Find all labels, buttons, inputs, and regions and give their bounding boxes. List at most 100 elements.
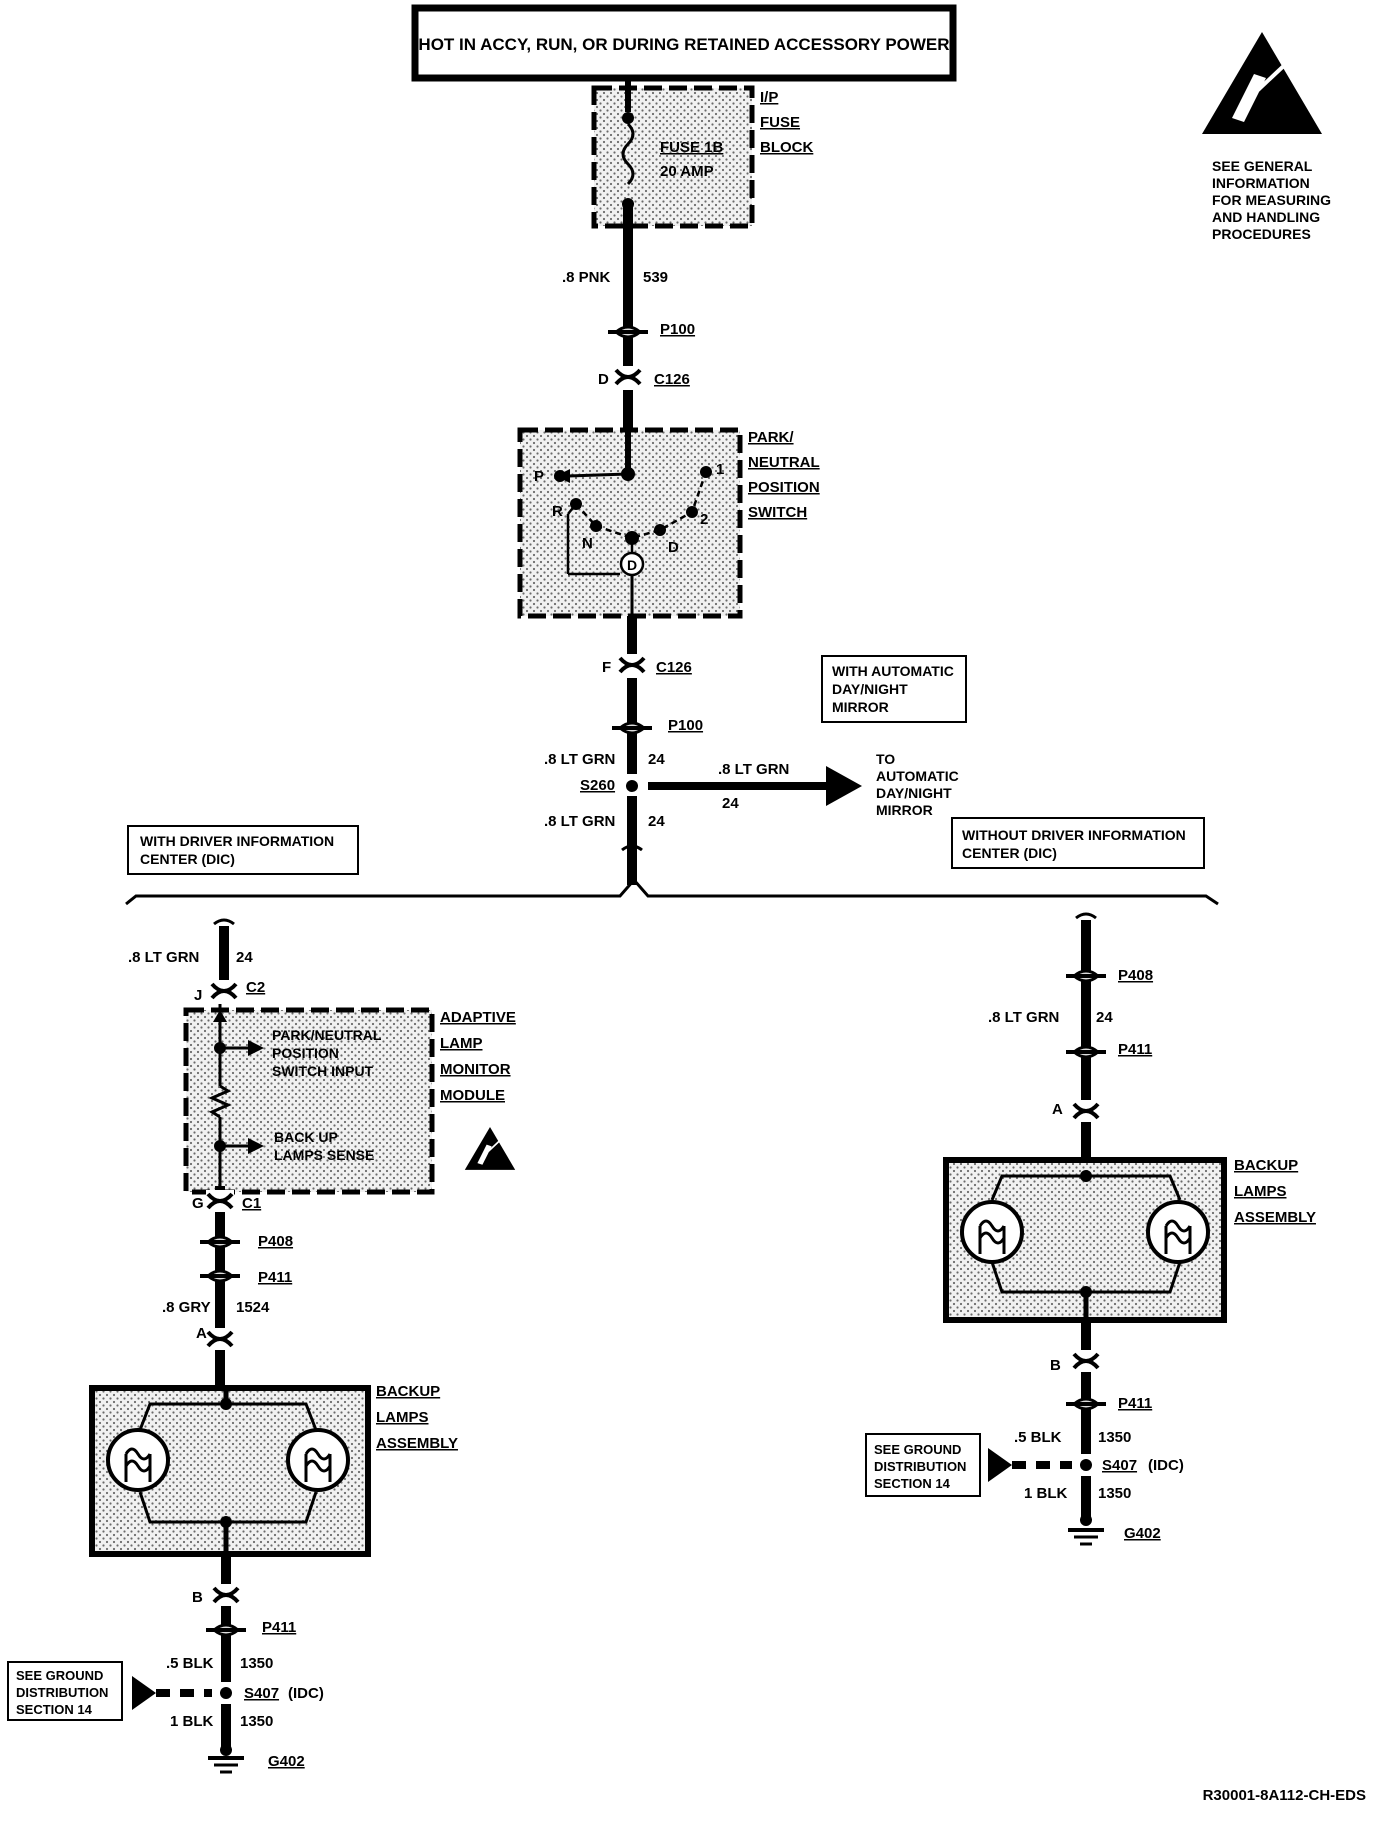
c126-bottom-label: C126 — [656, 659, 692, 676]
module-input1-line-2: POSITION — [272, 1045, 339, 1061]
esd-note-line-1: SEE GENERAL — [1212, 158, 1313, 174]
right-ground-box-3: SECTION 14 — [874, 1476, 951, 1491]
esd-note-line-5: PROCEDURES — [1212, 226, 1311, 242]
left-circuit-1350-b: 1350 — [240, 1713, 273, 1730]
p100-top-label: P100 — [660, 321, 695, 338]
switch-pos-r: R — [552, 503, 563, 520]
module-input1-line-3: SWITCH INPUT — [272, 1063, 374, 1079]
switch-label-2: NEUTRAL — [748, 454, 820, 471]
left-wire-5-blk: .5 BLK — [166, 1655, 214, 1672]
fuse-block-label-3: BLOCK — [760, 139, 813, 156]
left-wire-top: .8 LT GRN — [128, 949, 199, 966]
switch-pos-n: N — [582, 535, 593, 552]
right-ground-box-2: DISTRIBUTION — [874, 1459, 966, 1474]
p411-lower-right-label: P411 — [1118, 1395, 1152, 1412]
connector-p100-bottom — [610, 721, 654, 735]
connector-c126-top — [614, 366, 642, 390]
c2-label: C2 — [246, 979, 265, 996]
branch-circuit: 24 — [722, 795, 739, 812]
left-idc: (IDC) — [288, 1685, 324, 1702]
right-lamps-label-2: LAMPS — [1234, 1183, 1287, 1200]
right-lamp-pin-b: B — [1050, 1357, 1061, 1374]
switch-pos-1: 1 — [716, 461, 724, 478]
wire-539-circuit: 539 — [643, 269, 668, 286]
mirror-box-line-3: MIRROR — [832, 699, 889, 715]
lamp-bulb-icon — [960, 1200, 1024, 1264]
p411-right-label: P411 — [1118, 1041, 1152, 1058]
connector-p408-right — [1064, 969, 1108, 983]
wire-lt-grn-upper: .8 LT GRN — [544, 751, 615, 768]
module-input2-line-2: LAMPS SENSE — [274, 1147, 374, 1163]
c126-bottom-pin: F — [602, 659, 611, 676]
left-lamps-label-3: ASSEMBLY — [376, 1435, 458, 1452]
arrow-right-icon — [132, 1676, 156, 1710]
switch-d-circle: D — [627, 557, 637, 573]
branch-to-line-1: TO — [876, 751, 895, 767]
c126-top-pin: D — [598, 371, 609, 388]
lamp-bulb-icon — [106, 1428, 170, 1492]
module-label-1: ADAPTIVE — [440, 1009, 516, 1026]
left-lamps-label-2: LAMPS — [376, 1409, 429, 1426]
switch-pos-p: P — [534, 468, 544, 485]
right-wire-5-blk: .5 BLK — [1014, 1429, 1062, 1446]
left-s407: S407 — [244, 1685, 279, 1702]
s260-label: S260 — [580, 777, 615, 794]
module-label-3: MONITOR — [440, 1061, 511, 1078]
esd-warning: SEE GENERAL INFORMATION FOR MEASURING AN… — [1200, 30, 1331, 242]
p408-left-label: P408 — [258, 1233, 293, 1250]
circuit-24-lower: 24 — [648, 813, 665, 830]
right-circuit-1350-a: 1350 — [1098, 1429, 1131, 1446]
with-dic-line-1: WITH DRIVER INFORMATION — [140, 833, 334, 849]
right-g402: G402 — [1124, 1525, 1161, 1542]
fuse-rating: 20 AMP — [660, 163, 714, 180]
connector-p411-left — [198, 1269, 242, 1283]
without-dic-line-1: WITHOUT DRIVER INFORMATION — [962, 827, 1186, 843]
module-input2-line-1: BACK UP — [274, 1129, 338, 1145]
switch-pos-2: 2 — [700, 511, 708, 528]
branch-to-line-4: MIRROR — [876, 802, 933, 818]
fuse-block-label-2: FUSE — [760, 114, 800, 131]
without-dic-box: WITHOUT DRIVER INFORMATION CENTER (DIC) — [951, 817, 1205, 869]
park-neutral-switch: D P R N D 2 1 PARK/ NEUTRAL POSITION SWI… — [517, 427, 820, 619]
right-wire-lt-grn: .8 LT GRN — [988, 1009, 1059, 1026]
lamp-bulb-icon — [286, 1428, 350, 1492]
right-s407: S407 — [1102, 1457, 1137, 1474]
c2-pin: J — [194, 987, 202, 1004]
left-ground-box-2: DISTRIBUTION — [16, 1685, 108, 1700]
header-box: HOT IN ACCY, RUN, OR DURING RETAINED ACC… — [411, 4, 957, 82]
lamp-bulb-icon — [1146, 1200, 1210, 1264]
arrow-right-icon — [988, 1448, 1012, 1482]
switch-pos-d: D — [668, 539, 679, 556]
branch-to-mirror: .8 LT GRN 24 TO AUTOMATIC DAY/NIGHT MIRR… — [648, 751, 959, 818]
switch-label-1: PARK/ — [748, 429, 794, 446]
arrow-right-icon — [826, 766, 862, 806]
wire-lt-grn-lower: .8 LT GRN — [544, 813, 615, 830]
right-circuit-1350-b: 1350 — [1098, 1485, 1131, 1502]
connector-c126-bottom — [618, 654, 646, 678]
branch-to-line-3: DAY/NIGHT — [876, 785, 952, 801]
switch-label-4: SWITCH — [748, 504, 807, 521]
c1-pin: G — [192, 1195, 204, 1212]
left-ground-box-1: SEE GROUND — [16, 1668, 103, 1683]
left-g402: G402 — [268, 1753, 305, 1770]
right-circuit-24: 24 — [1096, 1009, 1113, 1026]
connector-p411-right — [1064, 1045, 1108, 1059]
header-text: HOT IN ACCY, RUN, OR DURING RETAINED ACC… — [418, 35, 949, 54]
option-bracket — [125, 877, 1219, 906]
right-lamps-label-3: ASSEMBLY — [1234, 1209, 1316, 1226]
resistor-icon — [208, 1084, 232, 1119]
fuse-block-label-1: I/P — [760, 89, 778, 106]
right-lamp-pin-a: A — [1052, 1101, 1063, 1118]
module-input1-line-1: PARK/NEUTRAL — [272, 1027, 382, 1043]
p411-left-label: P411 — [258, 1269, 292, 1286]
mirror-box-line-2: DAY/NIGHT — [832, 681, 908, 697]
left-lamp-pin-a: A — [196, 1325, 207, 1342]
branch-to-line-2: AUTOMATIC — [876, 768, 959, 784]
module-label-2: LAMP — [440, 1035, 483, 1052]
fuse-block: FUSE 1B 20 AMP I/P FUSE BLOCK — [591, 78, 813, 229]
module-esd-icon — [463, 1126, 517, 1171]
connector-p100-top — [606, 325, 650, 339]
left-lamp-pin-b: B — [192, 1589, 203, 1606]
esd-warning-icon — [1200, 30, 1324, 136]
